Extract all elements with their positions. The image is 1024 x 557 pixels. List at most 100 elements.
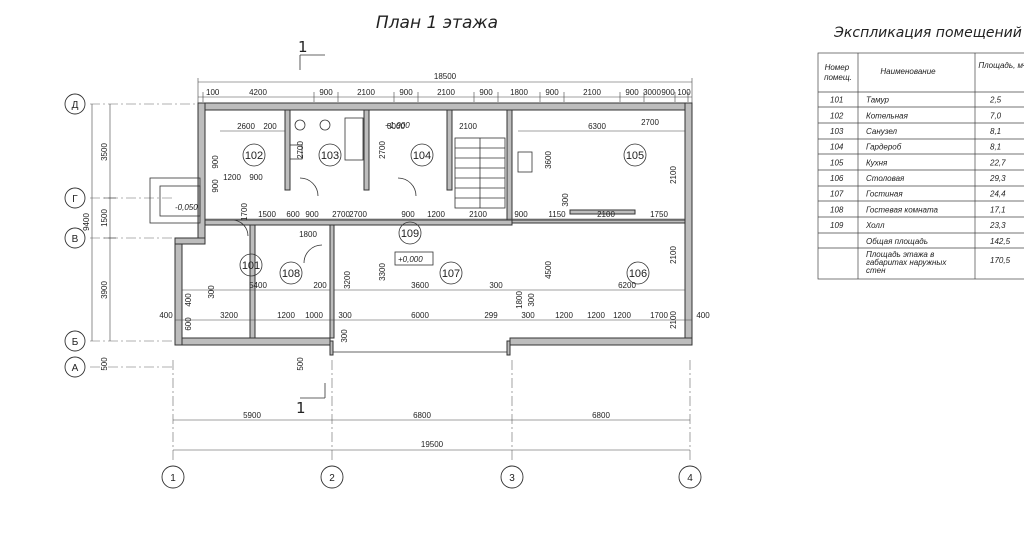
sink xyxy=(294,119,306,131)
door-swing-103 xyxy=(299,177,319,197)
svg-text:300: 300 xyxy=(527,293,536,307)
svg-text:3200: 3200 xyxy=(343,271,352,289)
svg-text:300: 300 xyxy=(207,285,216,299)
explication-row-name: Котельная xyxy=(866,111,909,120)
level-porch: -0,050 xyxy=(175,203,198,212)
dim-top-5: 2100 xyxy=(437,88,455,97)
explication-row-name: Кухня xyxy=(866,158,888,167)
dim-top-1: 4200 xyxy=(249,88,267,97)
explication-row-number: 104 xyxy=(830,143,844,152)
axis-marker-d xyxy=(64,93,86,115)
axis-marker-v xyxy=(64,227,86,249)
explication-row-number: 103 xyxy=(830,127,844,136)
explication-row-number: 106 xyxy=(830,174,844,183)
svg-text:2100: 2100 xyxy=(469,210,487,219)
dim-overall-top: 18500 xyxy=(434,72,457,81)
dim-top-13: 100 xyxy=(677,88,691,97)
svg-text:1750: 1750 xyxy=(650,210,668,219)
building-walls xyxy=(174,102,693,356)
explication-row-area: 24,4 xyxy=(989,190,1006,199)
door-swing-101 xyxy=(231,219,249,237)
dim-bottom-2: 6800 xyxy=(592,411,610,420)
svg-text:2700: 2700 xyxy=(349,210,367,219)
dim-left-total: 9400 xyxy=(82,213,91,231)
svg-text:6000: 6000 xyxy=(411,311,429,320)
explication-header-name: Наименование xyxy=(880,67,936,76)
explication-row-number: 108 xyxy=(830,205,844,214)
stove xyxy=(517,151,533,173)
inner-dims-vertical: 900 900 1700 2700 2700 3600 2100 2100 18… xyxy=(184,141,678,343)
room-107: 107 xyxy=(442,268,460,280)
cut-mark-bottom: 1 xyxy=(296,399,306,417)
svg-text:1700: 1700 xyxy=(650,311,668,320)
explication-row-number: 101 xyxy=(830,96,843,105)
svg-text:2700: 2700 xyxy=(296,141,305,159)
room-105: 105 xyxy=(626,150,644,162)
svg-text:1200: 1200 xyxy=(277,311,295,320)
svg-text:3600: 3600 xyxy=(411,281,429,290)
svg-text:300: 300 xyxy=(521,311,535,320)
explication-outer-label: Площадь этажа в габаритах наружных стен xyxy=(866,250,949,275)
axis-label-v: В xyxy=(72,234,79,245)
explication-row-number: 102 xyxy=(830,111,844,120)
svg-text:4500: 4500 xyxy=(544,261,553,279)
explication-row-area: 8,1 xyxy=(990,143,1001,152)
axis-label-g: Г xyxy=(72,194,78,205)
explication-row-name: Гостевая комната xyxy=(866,205,939,214)
svg-text:3200: 3200 xyxy=(220,311,238,320)
svg-text:6200: 6200 xyxy=(618,281,636,290)
dim-left-0: 3500 xyxy=(100,143,109,161)
dim-top-2: 900 xyxy=(319,88,333,97)
svg-text:300: 300 xyxy=(561,193,570,207)
svg-text:1800: 1800 xyxy=(515,291,524,309)
svg-text:400: 400 xyxy=(184,293,193,307)
axis-label-3: 3 xyxy=(509,473,515,484)
top-dim-ticks xyxy=(202,92,689,102)
level-main: +0,000 xyxy=(398,255,423,264)
header-number-line2: помещ. xyxy=(824,73,852,82)
svg-text:2100: 2100 xyxy=(597,210,615,219)
room-101: 101 xyxy=(242,260,260,272)
svg-text:1200: 1200 xyxy=(223,173,241,182)
plan-title: План 1 этажа xyxy=(376,13,498,33)
explication-row-area: 2,5 xyxy=(989,96,1002,105)
dim-top-12: 900 xyxy=(661,88,675,97)
dim-left-small-0: 500 xyxy=(100,357,109,371)
cut-mark-top: 1 xyxy=(298,38,308,56)
dim-left-2: 3900 xyxy=(100,281,109,299)
dim-top-10: 900 xyxy=(625,88,639,97)
sink-2 xyxy=(319,119,331,131)
explication-row-number: 109 xyxy=(830,221,844,230)
stairs xyxy=(454,137,506,209)
explication-row-number: 107 xyxy=(830,190,844,199)
svg-text:1200: 1200 xyxy=(555,311,573,320)
svg-text:300: 300 xyxy=(489,281,503,290)
svg-text:900: 900 xyxy=(401,210,415,219)
explication-title: Экспликация помещений xyxy=(833,25,1022,41)
svg-text:6300: 6300 xyxy=(588,122,606,131)
dim-top-9: 2100 xyxy=(583,88,601,97)
explication-outer-value: 170,5 xyxy=(990,256,1011,265)
room-106: 106 xyxy=(629,268,647,280)
dim-top-6: 900 xyxy=(479,88,493,97)
explication-total-label: Общая площадь xyxy=(866,237,928,246)
dim-bottom-1: 6800 xyxy=(413,411,431,420)
svg-text:600: 600 xyxy=(286,210,300,219)
dim-top-0: 100 xyxy=(206,88,220,97)
explication-table xyxy=(817,52,1024,280)
axis-label-d: Д xyxy=(72,100,79,111)
svg-text:1800: 1800 xyxy=(299,230,317,239)
inner-dims-row2: 1200 900 2700 1500 600 900 2700 900 1200… xyxy=(205,173,685,220)
axis-label-4: 4 xyxy=(687,473,693,484)
inner-dims-row4: 400 3200 1200 1000 300 6000 299 300 1200… xyxy=(159,311,710,321)
dim-top-3: 2100 xyxy=(357,88,375,97)
svg-text:5400: 5400 xyxy=(249,281,267,290)
axis-label-a: А xyxy=(72,363,79,374)
explication-row-area: 8,1 xyxy=(990,127,1001,136)
axis-marker-2 xyxy=(320,465,344,489)
dim-top-8: 900 xyxy=(545,88,559,97)
level-box-main xyxy=(394,251,434,266)
room-102: 102 xyxy=(245,150,263,162)
svg-text:1000: 1000 xyxy=(305,311,323,320)
